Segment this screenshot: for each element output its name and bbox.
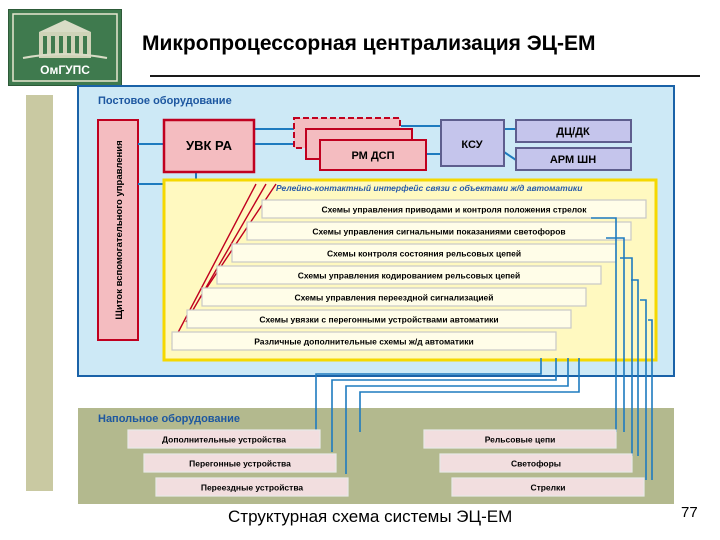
circuit-bar-label: Схемы управления сигнальными показаниями… [312, 227, 565, 237]
floor-device-label: Переездные устройства [201, 483, 304, 493]
floor-device-box [451, 477, 645, 497]
slide-caption: Структурная схема системы ЭЦ-ЕМ [228, 507, 513, 526]
rm-dsp-label: РМ ДСП [351, 150, 394, 162]
university-logo: ОмГУПС [8, 9, 122, 86]
circuit-bar-box [261, 199, 647, 219]
structure-diagram: Постовое оборудование Напольное оборудов… [77, 85, 675, 504]
circuit-bar-box [246, 221, 632, 241]
floor-device: Переездные устройства [155, 477, 349, 497]
ksu-label: КСУ [461, 139, 482, 151]
arm-shn-block [515, 147, 632, 171]
floor-device: Перегонные устройства [143, 453, 337, 473]
page-title: Микропроцессорная централизация ЭЦ-ЕМ [142, 32, 596, 55]
page-number: 77 [681, 504, 698, 521]
uvk-ra-block [162, 118, 256, 174]
floor-device-box [143, 453, 337, 473]
circuit-bar: Различные дополнительные схемы ж/д автом… [171, 331, 557, 351]
floor-device-box [439, 453, 633, 473]
floor-device-label: Рельсовые цепи [485, 435, 556, 445]
floor-device: Рельсовые цепи [423, 429, 617, 449]
floor-device-box [423, 429, 617, 449]
circuit-bars: Схемы управления приводами и контроля по… [171, 199, 647, 351]
circuit-bar: Схемы управления приводами и контроля по… [261, 199, 647, 219]
floor-device-label: Светофоры [511, 459, 561, 469]
top-connectors [138, 125, 517, 185]
interface-label: Релейно-контактный интерфейс связи с объ… [276, 183, 583, 193]
dc-dk-label: ДЦ/ДК [556, 126, 590, 138]
title-divider [150, 75, 700, 77]
circuit-bar-label: Схемы управления кодированием рельсовых … [298, 271, 521, 281]
arm-shn-label: АРМ ШН [550, 154, 596, 166]
decorative-side-bar [26, 95, 53, 491]
uvk-ra-label: УВК РА [186, 138, 233, 153]
circuit-bar: Схемы управления переездной сигнализацие… [201, 287, 587, 307]
dc-dk-block [515, 119, 632, 143]
floor-device: Дополнительные устройства [127, 429, 321, 449]
circuit-bar: Схемы увязки с перегонными устройствами … [186, 309, 572, 329]
floor-connectors [315, 217, 653, 480]
logo-text: ОмГУПС [40, 63, 90, 77]
floor-device-label: Дополнительные устройства [162, 435, 286, 445]
circuit-bar-label: Схемы управления переездной сигнализацие… [294, 293, 493, 303]
auxiliary-control-panel [97, 119, 139, 341]
floor-section-label: Напольное оборудование [98, 413, 240, 425]
circuit-bar: Схемы управления сигнальными показаниями… [246, 221, 632, 241]
building-emblem-icon: ОмГУПС [12, 13, 118, 82]
circuit-bar-box [186, 309, 572, 329]
control-panel-label: Щиток вспомогательного управления [114, 140, 125, 319]
floor-device: Светофоры [439, 453, 633, 473]
circuit-bar-label: Схемы управления приводами и контроля по… [322, 205, 588, 215]
circuit-bar-box [171, 331, 557, 351]
rm-dsp-block [319, 139, 427, 171]
floor-device: Стрелки [451, 477, 645, 497]
floor-device-box [155, 477, 349, 497]
circuit-bar: Схемы контроля состояния рельсовых цепей [231, 243, 617, 263]
circuit-bar-box [216, 265, 602, 285]
circuit-bar-box [201, 287, 587, 307]
circuit-bar-label: Схемы увязки с перегонными устройствами … [259, 315, 498, 325]
post-section-label: Постовое оборудование [98, 95, 232, 107]
ksu-block [440, 119, 505, 167]
floor-device-label: Перегонные устройства [189, 459, 291, 469]
floor-device-label: Стрелки [530, 483, 565, 493]
circuit-bar-label: Схемы контроля состояния рельсовых цепей [327, 249, 521, 259]
circuit-bar: Схемы управления кодированием рельсовых … [216, 265, 602, 285]
circuit-bar-label: Различные дополнительные схемы ж/д автом… [254, 337, 474, 347]
floor-device-box [127, 429, 321, 449]
